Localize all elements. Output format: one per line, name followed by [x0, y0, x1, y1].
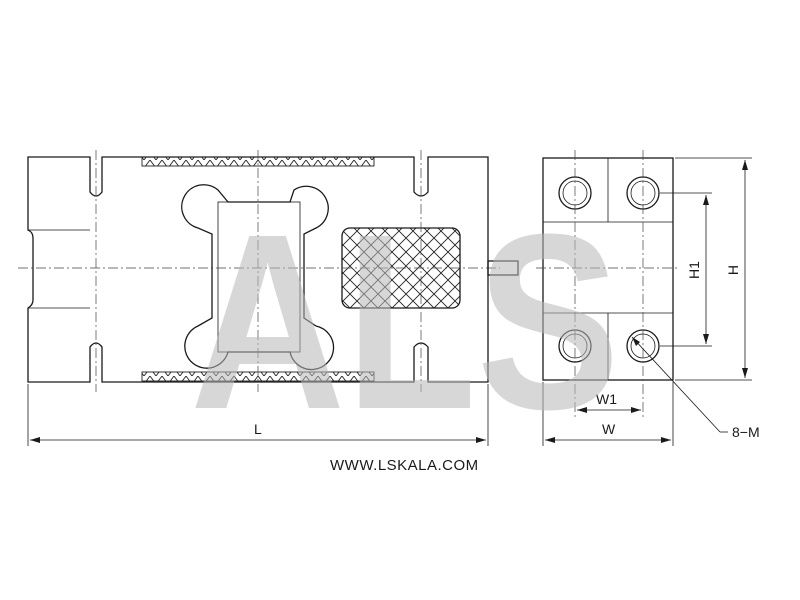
dimension-h1-label: H1 — [686, 261, 702, 279]
dimension-w-label: W — [602, 421, 616, 437]
dimension-l: L — [27, 384, 489, 446]
front-body-outline — [27, 156, 489, 383]
front-view — [18, 150, 519, 392]
dimension-h: H — [675, 157, 752, 381]
dimension-w1: W1 — [577, 391, 641, 413]
side-view — [536, 150, 680, 420]
website-url: WWW.LSKALA.COM — [330, 457, 479, 474]
hole-callout: 8−M — [631, 336, 760, 440]
dimension-w: W — [542, 382, 674, 446]
dimension-w1-label: W1 — [596, 391, 617, 407]
dimension-l-label: L — [254, 421, 262, 437]
dimension-h1: H1 — [660, 192, 712, 347]
hole-callout-label: 8−M — [732, 424, 760, 440]
cable-stub — [487, 260, 519, 276]
dimension-h-label: H — [725, 265, 741, 275]
watermark-logo: ALS — [190, 182, 620, 461]
